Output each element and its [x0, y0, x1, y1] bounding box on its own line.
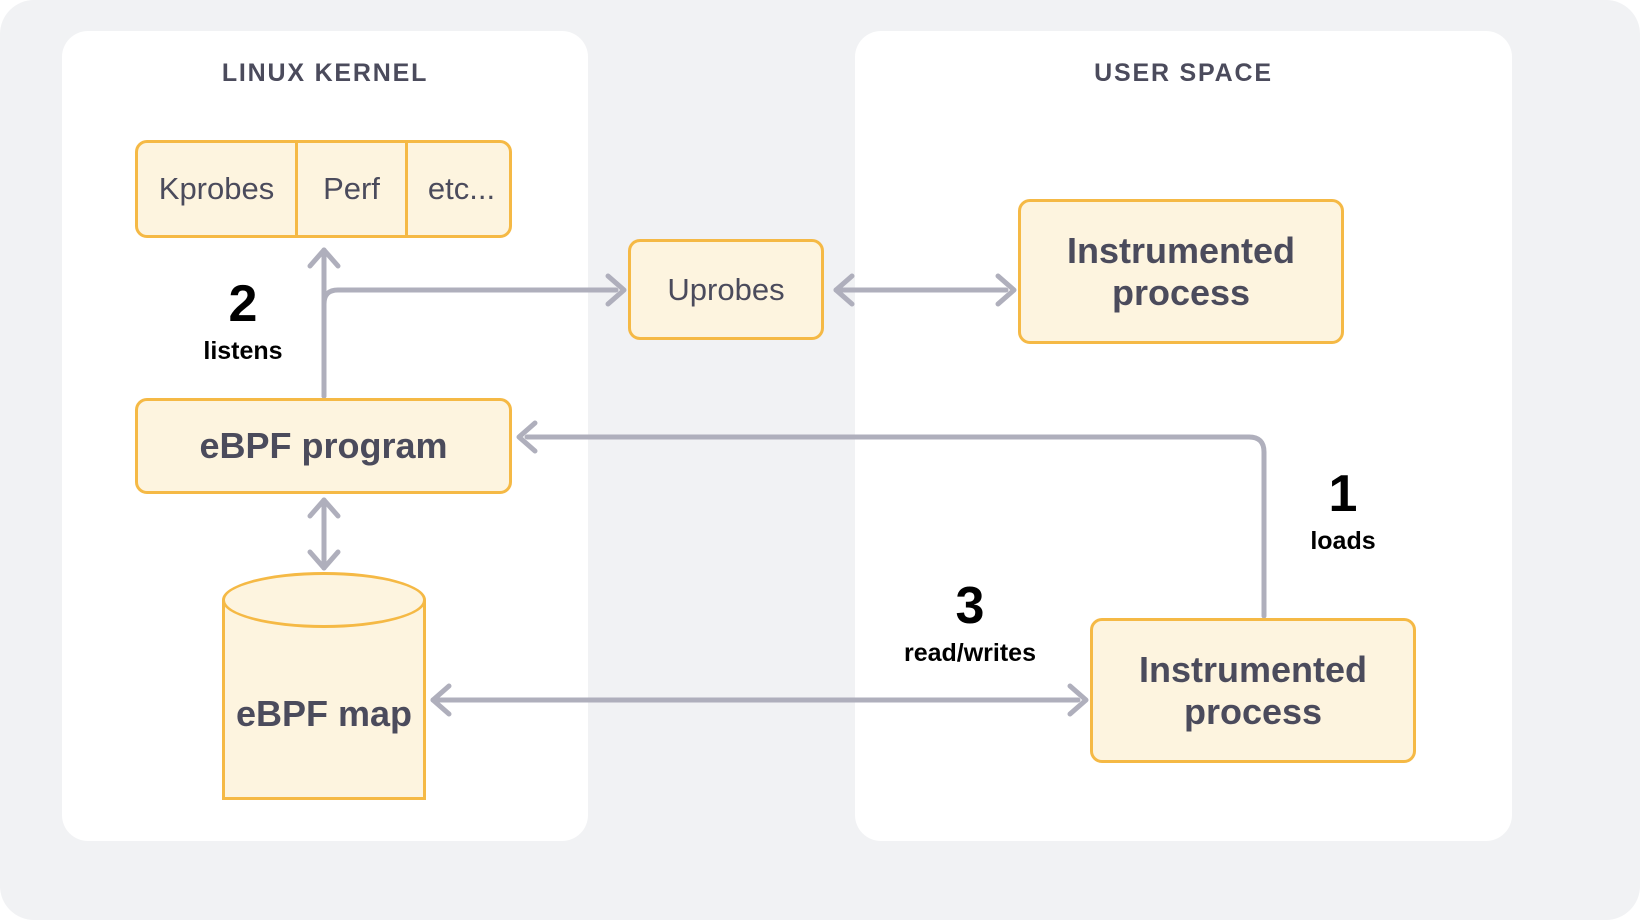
- node-uprobes[interactable]: Uprobes: [628, 239, 824, 340]
- node-ebpf-map-label: eBPF map: [235, 693, 413, 735]
- step-number-3: 3: [955, 577, 985, 635]
- step-caption-3: read/writes: [903, 639, 1036, 667]
- node-ebpf-map[interactable]: eBPF map: [222, 572, 426, 800]
- panel-title-user-space: USER SPACE: [1094, 59, 1273, 87]
- step-label-3: 3 read/writes: [860, 580, 1080, 668]
- step-label-1: 1 loads: [1278, 468, 1408, 556]
- probe-cell-perf[interactable]: Perf: [295, 143, 405, 235]
- step-number-2: 2: [228, 275, 258, 333]
- node-instrumented-process-bottom[interactable]: Instrumented process: [1090, 618, 1416, 763]
- panel-title-linux-kernel: LINUX KERNEL: [221, 59, 429, 87]
- step-caption-2: listens: [203, 337, 283, 365]
- probe-cell-etc[interactable]: etc...: [405, 143, 515, 235]
- node-ebpf-program[interactable]: eBPF program: [135, 398, 512, 494]
- step-label-2: 2 listens: [178, 278, 308, 366]
- probe-strip: Kprobes Perf etc...: [135, 140, 512, 238]
- cylinder-body: [222, 600, 426, 800]
- step-caption-1: loads: [1310, 527, 1376, 555]
- probe-cell-kprobes[interactable]: Kprobes: [158, 171, 275, 206]
- node-instrumented-process-top[interactable]: Instrumented process: [1018, 199, 1344, 344]
- cylinder-top-ellipse: [222, 572, 426, 628]
- step-number-1: 1: [1328, 465, 1358, 523]
